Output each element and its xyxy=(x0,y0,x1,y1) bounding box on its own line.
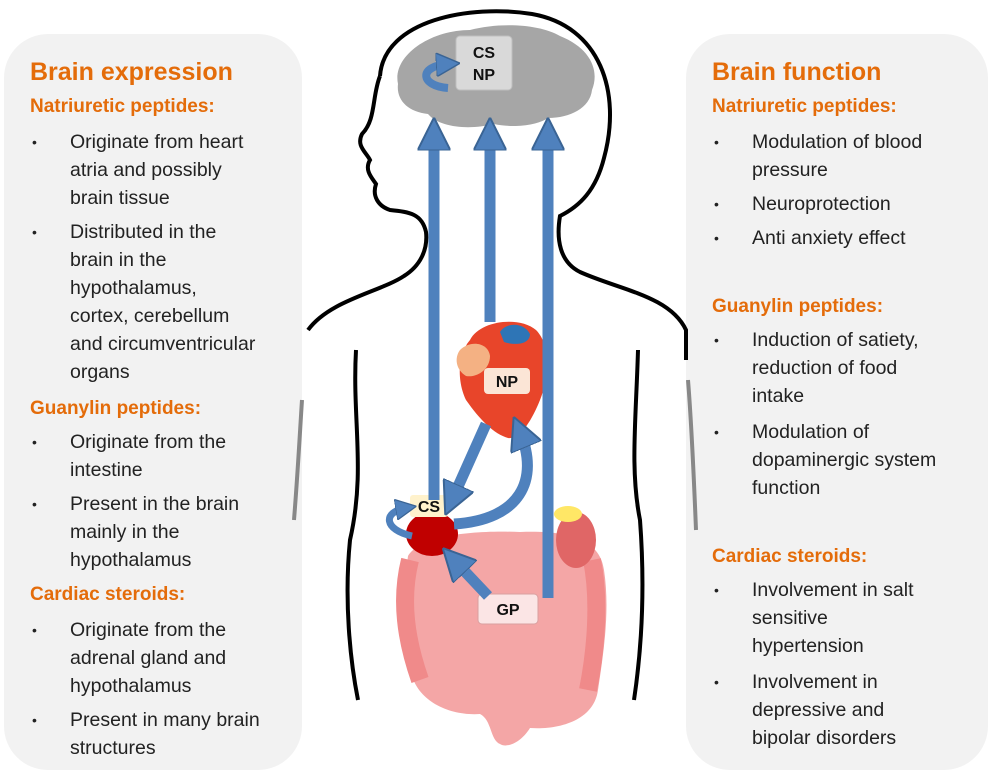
heart-label-np: NP xyxy=(496,374,519,391)
adrenal-label-cs: CS xyxy=(418,499,441,516)
bullet-text-line: and circumventricular xyxy=(70,333,256,355)
right-panel-section-heading: Cardiac steroids: xyxy=(712,546,868,567)
bullet-text-line: Distributed in the xyxy=(70,221,217,243)
bullet-icon: • xyxy=(714,134,719,150)
bullet-text-line: Neuroprotection xyxy=(752,193,891,215)
kidney-right xyxy=(556,512,596,568)
gut-label-box xyxy=(477,593,539,625)
bullet-text-line: Originate from the xyxy=(70,431,227,453)
body-outline xyxy=(378,9,688,360)
brain-label-cs: CS xyxy=(473,45,496,62)
adrenal-label-box xyxy=(410,495,448,517)
intestine-colon-left xyxy=(396,557,429,683)
bullet-icon: • xyxy=(32,712,37,728)
bullet-text-line: hypothalamus xyxy=(70,549,192,571)
right-arm-line xyxy=(686,379,698,531)
arrow-heart-to-adrenal xyxy=(452,421,492,500)
right-panel-bullet-item: • Induction of satiety, reduction of food i… xyxy=(714,326,919,410)
bullet-text-line: intake xyxy=(752,385,805,407)
bullet-text-line: atria and possibly xyxy=(70,159,222,181)
bullet-text-line: brain in the xyxy=(70,249,167,271)
right-panel-bullet-item: • Involvement in salt sensitive hypertensio… xyxy=(714,576,914,660)
intestine-colon-right xyxy=(579,558,606,692)
bullet-icon: • xyxy=(714,196,719,212)
right-panel-bullet-item: • Modulation of blood pressure xyxy=(714,128,923,184)
left-panel-section-heading: Guanylin peptides: xyxy=(30,398,202,419)
bullet-icon: • xyxy=(714,230,719,246)
left-panel-bullet-item: • Originate from the adrenal gland and hypo… xyxy=(32,616,227,700)
heart-vessel xyxy=(500,324,530,344)
kidney-left xyxy=(406,512,458,556)
bullet-text-line: mainly in the xyxy=(70,521,180,543)
bullet-text-line: pressure xyxy=(752,159,828,181)
brain-label-np: NP xyxy=(473,67,496,84)
bullet-text-line: organs xyxy=(70,361,130,383)
left-panel-bullet-item: • Originate from heart atria and possibly b… xyxy=(32,128,244,212)
heart-atrium xyxy=(456,343,490,377)
right-panel-title: Brain function xyxy=(712,58,882,86)
bullet-text-line: dopaminergic system xyxy=(752,449,937,471)
bullet-text-line: Anti anxiety effect xyxy=(752,227,906,249)
intestine xyxy=(404,531,607,746)
bullet-icon: • xyxy=(32,434,37,450)
adrenal-curved-arrow xyxy=(385,508,412,540)
bullet-text-line: Modulation of blood xyxy=(752,131,923,153)
left-panel-bullet-item: • Present in the brain mainly in the hypoth… xyxy=(32,490,240,574)
bullet-icon: • xyxy=(32,496,37,512)
bullet-text-line: intestine xyxy=(70,459,143,481)
bullet-text-line: sensitive xyxy=(752,607,828,629)
right-panel-brain-function xyxy=(686,34,988,770)
bullet-text-line: Induction of satiety, xyxy=(752,329,919,351)
right-panel-section-heading: Natriuretic peptides: xyxy=(712,96,897,117)
bullet-icon: • xyxy=(32,134,37,150)
left-arm-line xyxy=(292,399,304,521)
right-panel-bullet-item: • Anti anxiety effect xyxy=(714,224,906,252)
bullet-text-line: Involvement in salt xyxy=(752,579,914,601)
bullet-icon: • xyxy=(714,674,719,690)
bullet-icon: • xyxy=(714,424,719,440)
left-panel-bullet-item: • Present in many brain structures xyxy=(32,706,260,762)
bullet-text-line: reduction of food xyxy=(752,357,898,379)
bullet-text-line: brain tissue xyxy=(70,187,170,209)
bullet-text-line: hypertension xyxy=(752,635,864,657)
bullet-text-line: Involvement in xyxy=(752,671,878,693)
arrow-gp-to-adrenal xyxy=(454,560,492,600)
body-outline-left xyxy=(306,75,429,332)
bullet-icon: • xyxy=(714,582,719,598)
left-panel-bullet-item: • Distributed in the brain in the hypothala… xyxy=(32,218,256,386)
right-torso-line xyxy=(632,349,645,701)
adrenal-right xyxy=(554,506,582,522)
bullet-text-line: Originate from the xyxy=(70,619,227,641)
bullet-text-line: cortex, cerebellum xyxy=(70,305,230,327)
bullet-text-line: function xyxy=(752,477,821,499)
bullet-text-line: Modulation of xyxy=(752,421,870,443)
bullet-icon: • xyxy=(32,622,37,638)
bullet-icon: • xyxy=(714,332,719,348)
left-panel-section-heading: Cardiac steroids: xyxy=(30,584,186,605)
bullet-icon: • xyxy=(32,224,37,240)
right-panel-section-heading: Guanylin peptides: xyxy=(712,296,884,317)
heart-label-box xyxy=(484,368,530,394)
left-panel-title: Brain expression xyxy=(30,58,233,86)
bullet-text-line: structures xyxy=(70,737,156,759)
left-panel-brain-expression xyxy=(4,34,302,770)
right-panel-bullet-item: • Involvement in depressive and bipolar dis… xyxy=(714,668,897,752)
right-panel-bullet-item: • Neuroprotection xyxy=(714,190,891,218)
bullet-text-line: Present in many brain xyxy=(70,709,260,731)
bullet-text-line: adrenal gland and xyxy=(70,647,227,669)
bullet-text-line: Originate from heart xyxy=(70,131,244,153)
bullet-text-line: depressive and xyxy=(752,699,885,721)
arrow-adrenal-to-heart xyxy=(453,432,527,530)
bullet-text-line: hypothalamus, xyxy=(70,277,197,299)
left-torso-line xyxy=(345,349,360,701)
bullet-text-line: Present in the brain xyxy=(70,493,240,515)
left-panel-section-heading: Natriuretic peptides: xyxy=(30,96,215,117)
bullet-text-line: bipolar disorders xyxy=(752,727,897,749)
left-panel-bullet-item: • Originate from the intestine xyxy=(32,428,227,484)
gut-label-gp: GP xyxy=(496,602,519,619)
bullet-text-line: hypothalamus xyxy=(70,675,192,697)
brain-curved-arrow xyxy=(422,64,448,92)
right-panel-bullet-item: • Modulation of dopaminergic system functio… xyxy=(714,418,937,502)
